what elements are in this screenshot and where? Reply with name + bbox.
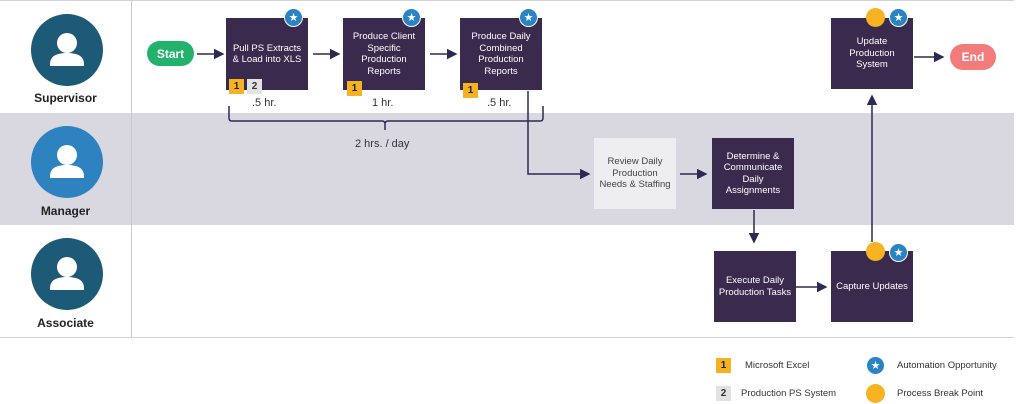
step-label: Review Daily Production Needs & Staffing [599,156,671,191]
legend-excel-badge-icon: 1 [716,358,731,373]
time-client: 1 hr. [372,97,394,109]
step-determine-assignments: Determine & Communicate Daily Assignment… [712,138,794,209]
step-label: Produce Daily Combined Production Report… [471,31,531,77]
step-pull-extracts: Pull PS Extracts & Load into XLS [226,18,308,90]
legend-break-point-icon [866,384,885,403]
step-daily-reports: Produce Daily Combined Production Report… [460,18,542,90]
step-label: Update Production System [849,36,895,71]
associate-avatar-icon [31,238,103,310]
excel-badge-icon: 1 [347,81,362,96]
legend-excel-label: Microsoft Excel [745,360,810,371]
legend-automation-star-icon: ★ [866,356,885,375]
legend-breakpoint-label: Process Break Point [897,388,984,399]
step-update-system: Update Production System [831,18,913,89]
excel-badge-icon: 1 [463,83,478,98]
step-capture-updates: Capture Updates [831,251,913,322]
automation-star-icon: ★ [402,8,421,27]
end-node: End [950,44,996,70]
time-daily: .5 hr. [487,97,512,109]
automation-star-icon: ★ [284,8,303,27]
manager-avatar-icon [31,126,103,198]
automation-star-icon: ★ [889,243,908,262]
time-pull: .5 hr. [252,97,277,109]
step-label: Pull PS Extracts & Load into XLS [232,42,302,66]
break-point-icon [866,8,885,27]
automation-star-icon: ★ [519,8,538,27]
lane-label-column [0,1,132,114]
lane-label-column [0,113,132,225]
automation-star-icon: ★ [889,8,908,27]
step-label: Determine & Communicate Daily Assignment… [723,150,783,197]
supervisor-avatar-icon [31,14,103,86]
step-execute-tasks: Execute Daily Production Tasks [714,251,796,322]
step-label: Capture Updates [836,280,908,292]
lane-label-column [0,225,132,337]
legend-automation-label: Automation Opportunity [897,360,997,371]
step-review-needs: Review Daily Production Needs & Staffing [594,138,676,209]
ps-system-badge-icon: 2 [247,79,262,94]
legend-ps-badge-icon: 2 [716,386,731,401]
time-total: 2 hrs. / day [355,138,410,150]
lane-manager [0,113,1014,225]
role-manager: Manager [40,204,91,218]
step-label: Execute Daily Production Tasks [718,275,792,298]
start-node: Start [147,41,194,66]
role-supervisor: Supervisor [34,91,97,105]
break-point-icon [866,242,885,261]
excel-badge-icon: 1 [229,79,244,94]
role-associate: Associate [37,316,94,330]
step-label: Produce Client Specific Production Repor… [352,31,416,77]
step-client-reports: Produce Client Specific Production Repor… [343,18,425,90]
legend-ps-label: Production PS System [741,388,837,399]
